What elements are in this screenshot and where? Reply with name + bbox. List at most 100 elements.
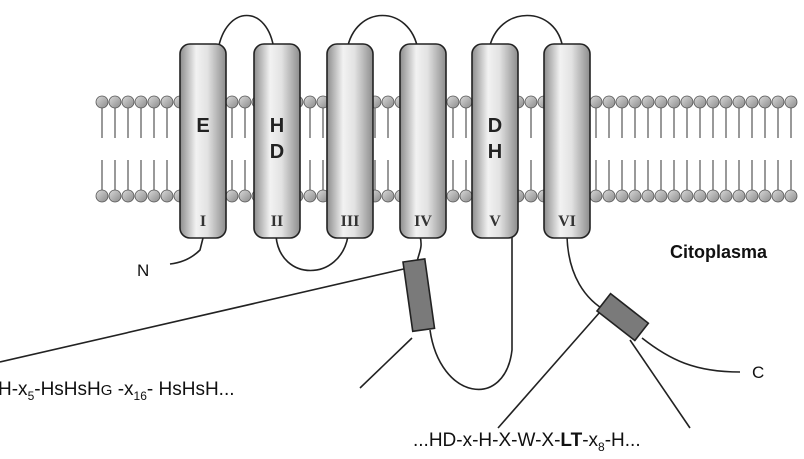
loop-cytoplasmic-4-5-lower: [430, 236, 512, 389]
lipid-head: [148, 96, 160, 108]
lipid-head: [239, 190, 251, 202]
lipid-head: [759, 190, 771, 202]
lipid-head: [785, 96, 797, 108]
lipid-head: [655, 190, 667, 202]
helix-cylinder: [327, 44, 373, 238]
helix-numeral: VI: [558, 213, 576, 230]
lipid-head: [694, 96, 706, 108]
motif-annotations: [0, 259, 690, 428]
lipid-head: [226, 96, 238, 108]
lipid-head: [161, 190, 173, 202]
lipid-head: [642, 190, 654, 202]
lipid-head: [720, 96, 732, 108]
lipid-head: [590, 190, 602, 202]
lipid-head: [122, 190, 134, 202]
lipid-head: [239, 96, 251, 108]
motif-right-bold: LT: [560, 430, 582, 451]
loop-cytoplasmic-2-3: [276, 236, 348, 271]
helix-I: IE: [180, 44, 226, 238]
motif-box-loop-4-5: [403, 259, 435, 331]
lipid-head: [148, 190, 160, 202]
motif-left-prefix: H-x: [0, 379, 28, 400]
helix-V: V DH: [472, 44, 518, 238]
helix-cylinder: [180, 44, 226, 238]
lipid-head: [226, 190, 238, 202]
lipid-head: [720, 190, 732, 202]
helix-residue: D: [270, 141, 284, 163]
lipid-head: [629, 96, 641, 108]
motif-sequence-right: ...HD-x-H-X-W-X-LT-x8-H...: [413, 430, 641, 454]
lipid-head: [304, 190, 316, 202]
lipid-head: [733, 96, 745, 108]
loop-cytoplasmic-4-5: [417, 236, 421, 262]
motif-left-sub2: 16: [134, 389, 148, 403]
lipid-head: [772, 96, 784, 108]
lipid-head: [759, 96, 771, 108]
pointer-line-right-lower: [630, 340, 690, 428]
lipid-head: [733, 190, 745, 202]
lipid-head: [681, 96, 693, 108]
motif-box-c-terminal: [597, 294, 648, 341]
lipid-head: [96, 190, 108, 202]
motif-left-middle-b: G: [101, 382, 113, 399]
lipid-head: [590, 96, 602, 108]
pointer-line-left-upper: [0, 268, 408, 362]
helix-numeral: I: [200, 213, 206, 230]
lipid-head: [668, 190, 680, 202]
helix-residue: D: [488, 115, 502, 137]
lipid-head: [382, 190, 394, 202]
lipid-head: [707, 96, 719, 108]
lipid-head: [161, 96, 173, 108]
motif-left-middle-a: -HsHsH: [34, 379, 101, 400]
motif-sequence-left: H-x5-HsHsHG -x16- HsHsH...: [0, 379, 235, 403]
lipid-head: [668, 96, 680, 108]
helix-residue: H: [488, 141, 502, 163]
pointer-line-left-lower: [360, 338, 412, 388]
lipid-head: [525, 190, 537, 202]
lipid-head: [122, 96, 134, 108]
lipid-head: [681, 190, 693, 202]
lipid-head: [525, 96, 537, 108]
helix-numeral: V: [489, 213, 501, 230]
lipid-head: [109, 96, 121, 108]
lipid-head: [746, 190, 758, 202]
lipid-head: [135, 190, 147, 202]
lipid-head: [772, 190, 784, 202]
lipid-head: [629, 190, 641, 202]
lipid-head: [447, 96, 459, 108]
helix-VI: VI: [544, 44, 590, 238]
motif-left-suffix: - HsHsH...: [147, 379, 235, 400]
lipid-head: [460, 190, 472, 202]
lipid-head: [707, 190, 719, 202]
motif-right-middle: -x: [582, 430, 598, 451]
loop-n-terminus: [170, 238, 203, 264]
lipid-head: [382, 96, 394, 108]
lipid-head: [616, 96, 628, 108]
c-terminus-label: C: [752, 363, 764, 382]
lipid-head: [135, 96, 147, 108]
motif-left-middle-c: -x: [112, 379, 134, 400]
lipid-head: [96, 96, 108, 108]
helix-numeral: III: [341, 213, 360, 230]
n-terminus-label: N: [137, 261, 149, 280]
lipid-head: [460, 96, 472, 108]
lipid-head: [447, 190, 459, 202]
helix-residue: H: [270, 115, 284, 137]
cytoplasm-label: Citoplasma: [670, 242, 768, 262]
lipid-head: [642, 96, 654, 108]
lipid-head: [603, 96, 615, 108]
helix-cylinder: [544, 44, 590, 238]
lipid-head: [746, 96, 758, 108]
lipid-head: [655, 96, 667, 108]
motif-right-suffix: -H...: [605, 430, 641, 451]
helix-III: III: [327, 44, 373, 238]
lipid-head: [616, 190, 628, 202]
helix-IV: IV: [400, 44, 446, 238]
helix-cylinder: [400, 44, 446, 238]
helix-numeral: IV: [414, 213, 432, 230]
pointer-line-right-upper: [498, 312, 600, 428]
motif-right-prefix: ...HD-x-H-X-W-X-: [413, 430, 560, 451]
